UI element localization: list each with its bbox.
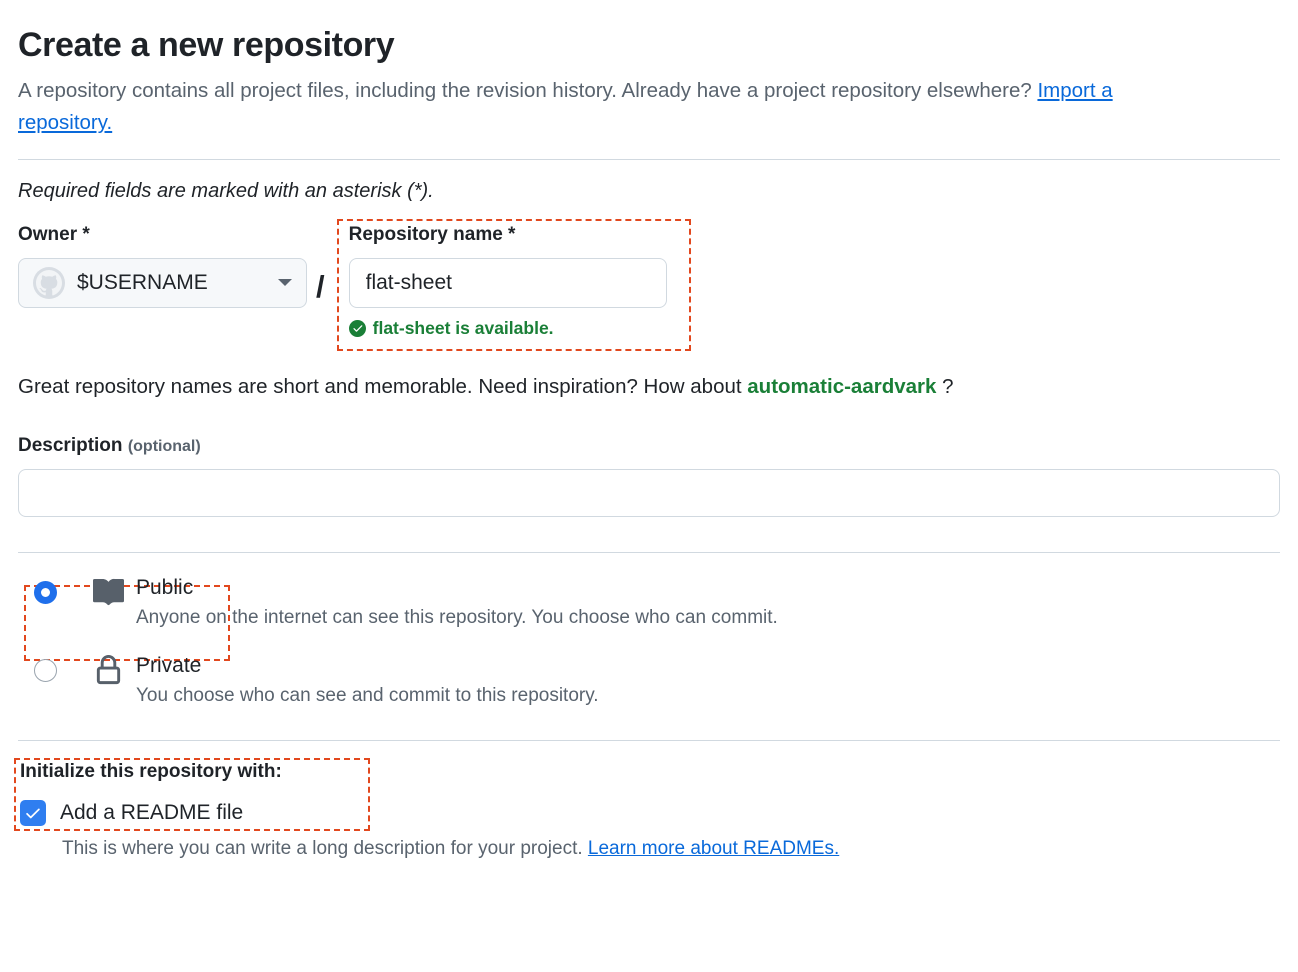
required-fields-note: Required fields are marked with an aster…: [18, 179, 434, 202]
public-radio-cell[interactable]: [18, 575, 80, 604]
owner-repo-separator: /: [316, 268, 325, 304]
initialize-title: Initialize this repository with:: [20, 760, 282, 782]
repository-availability-text: flat-sheet is available.: [372, 317, 554, 338]
owner-dropdown[interactable]: $USERNAME: [18, 257, 307, 308]
page-subtitle-text: A repository contains all project files,…: [18, 79, 1038, 103]
add-readme-description: This is where you can write a long descr…: [62, 838, 1280, 860]
private-radio[interactable]: [34, 658, 57, 682]
owner-name-value: $USERNAME: [77, 270, 208, 294]
visibility-option-private[interactable]: Private You choose who can see and commi…: [18, 653, 1280, 709]
import-repository-link[interactable]: Import a repository.: [18, 79, 1113, 134]
page-title: Create a new repository: [18, 26, 395, 64]
initialize-section: Initialize this repository with: Add a R…: [14, 757, 1280, 860]
private-option-name: Private: [136, 653, 202, 677]
description-label-text: Description: [18, 434, 123, 456]
public-option-description: Anyone on the internet can see this repo…: [136, 606, 778, 628]
add-readme-row[interactable]: Add a README file: [18, 799, 1280, 826]
divider-middle: [18, 551, 1280, 553]
description-input[interactable]: [18, 468, 1280, 517]
learn-more-readmes-link[interactable]: Learn more about READMEs.: [587, 837, 840, 859]
check-circle-icon: [348, 319, 366, 337]
description-optional-tag: (optional): [127, 437, 201, 455]
description-label: Description (optional): [18, 435, 1280, 457]
owner-repo-row: Owner * $USERNAME / Repository name *: [18, 218, 1280, 351]
octocat-avatar-icon: [33, 266, 65, 299]
add-readme-checkbox[interactable]: [20, 799, 46, 826]
divider-top: [18, 158, 1280, 160]
inspiration-hint-text: Great repository names are short and mem…: [18, 374, 748, 398]
repository-name-field: Repository name * flat-sheet is availabl…: [336, 218, 691, 351]
inspiration-hint: Great repository names are short and mem…: [18, 375, 1280, 399]
repository-availability-status: flat-sheet is available.: [348, 317, 679, 339]
owner-label: Owner *: [18, 223, 90, 245]
page-subtitle: A repository contains all project files,…: [18, 75, 1198, 139]
private-option-text: Private You choose who can see and commi…: [136, 653, 1280, 709]
lock-icon: [80, 653, 136, 686]
add-readme-description-text: This is where you can write a long descr…: [62, 837, 588, 859]
divider-bottom: [18, 739, 1280, 741]
public-radio[interactable]: [34, 580, 57, 604]
owner-field: Owner * $USERNAME: [18, 225, 308, 308]
public-option-text: Public Anyone on the internet can see th…: [136, 575, 1280, 631]
repository-name-input[interactable]: [348, 257, 667, 308]
visibility-option-public[interactable]: Public Anyone on the internet can see th…: [18, 575, 1280, 631]
private-radio-cell[interactable]: [18, 653, 80, 682]
private-option-description: You choose who can see and commit to thi…: [136, 684, 599, 706]
repo-book-icon: [80, 575, 136, 608]
public-option-name: Public: [136, 575, 194, 599]
suggested-repository-name[interactable]: automatic-aardvark: [747, 374, 937, 398]
repository-name-label: Repository name *: [348, 223, 516, 245]
inspiration-hint-suffix: ?: [936, 374, 954, 398]
chevron-down-icon: [278, 279, 292, 287]
add-readme-label: Add a README file: [60, 800, 244, 824]
visibility-options: Public Anyone on the internet can see th…: [18, 575, 1280, 709]
